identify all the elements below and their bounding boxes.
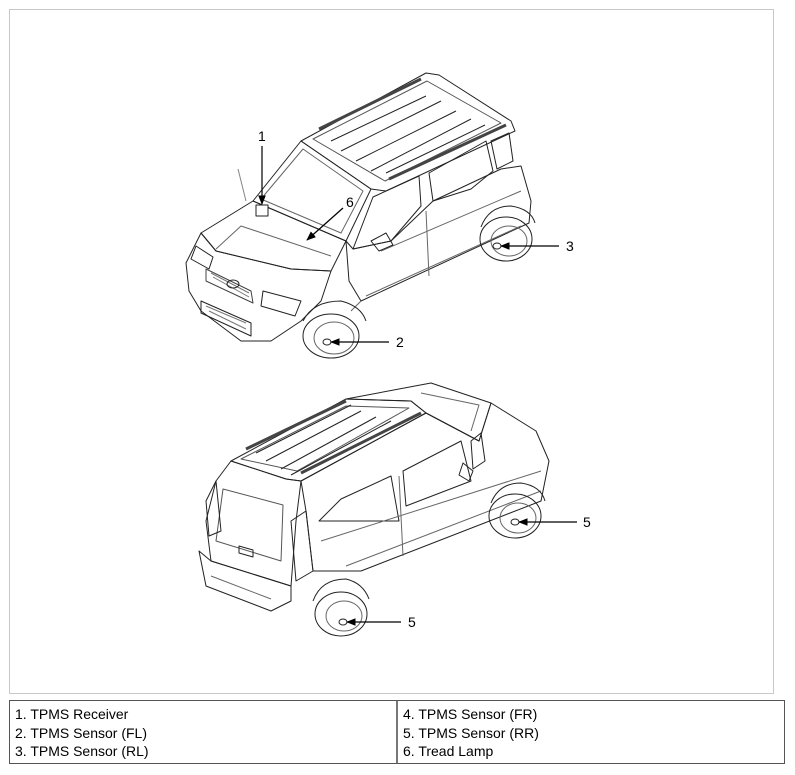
figure-frame: 1 6 3 2 5 5 [9, 9, 774, 694]
legend-item: 4. TPMS Sensor (FR) [403, 706, 538, 722]
legend-item: 5. TPMS Sensor (RR) [403, 724, 539, 741]
callout-sensor-rl: 3 [566, 238, 574, 254]
callout-sensor-fl: 2 [396, 334, 404, 350]
component-location-diagram: 1 6 3 2 5 5 [185, 72, 591, 637]
vehicle-rear-view [198, 382, 550, 637]
legend-item: 3. TPMS Sensor (RL) [15, 743, 149, 759]
legend-column-right: 4. TPMS Sensor (FR) 5. TPMS Sensor (RR) … [396, 701, 784, 763]
vehicle-front-view [185, 72, 536, 359]
callout-tread-lamp: 6 [346, 194, 354, 210]
callout-sensor-rr-rear: 5 [408, 614, 416, 630]
callout-receiver: 1 [258, 128, 266, 144]
callout-sensor-rr-front: 5 [583, 514, 591, 530]
legend-item: 1. TPMS Receiver [15, 706, 129, 722]
callout-leaders [258, 146, 577, 626]
legend-item: 2. TPMS Sensor (FL) [15, 724, 148, 741]
parts-legend-table: 1. TPMS Receiver 2. TPMS Sensor (FL) 3. … [9, 700, 785, 764]
legend-item: 6. Tread Lamp [403, 743, 494, 759]
legend-column-left: 1. TPMS Receiver 2. TPMS Sensor (FL) 3. … [10, 701, 396, 763]
